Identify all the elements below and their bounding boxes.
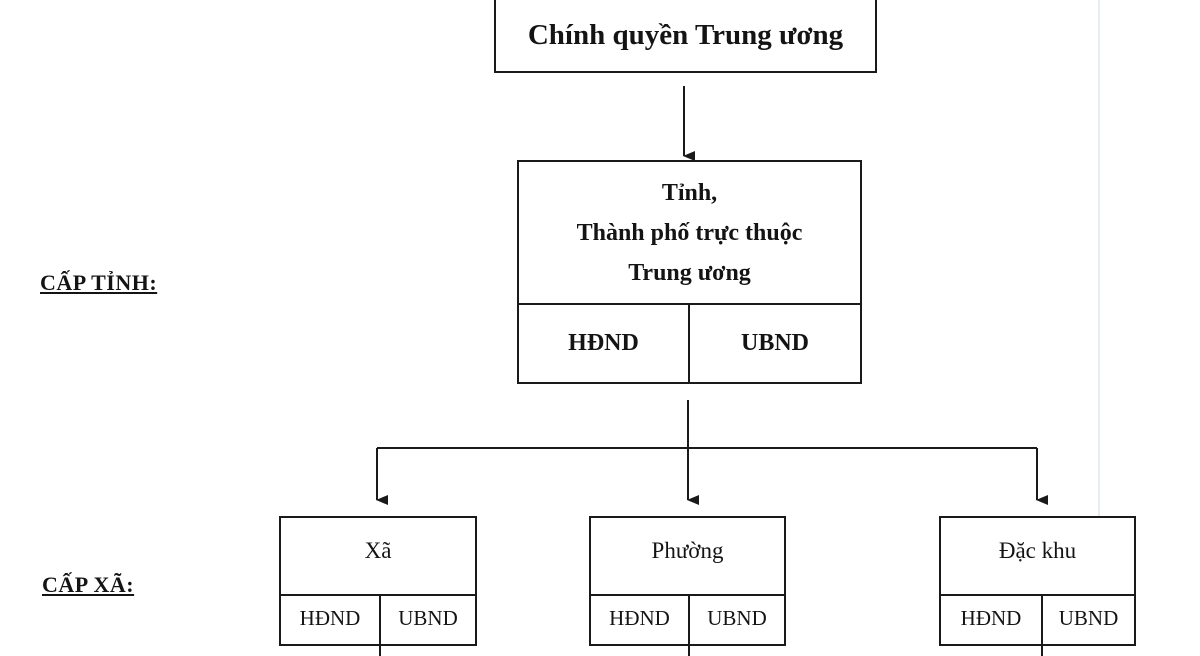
central-government-box: Chính quyền Trung ương: [494, 0, 877, 73]
province-title-line-3: Trung ương: [628, 259, 751, 286]
commune-box-phuong: Phường HĐND UBND: [589, 516, 786, 656]
commune-box-dac-khu: Đặc khu HĐND UBND: [939, 516, 1136, 656]
province-box: Tỉnh, Thành phố trực thuộc Trung ương HĐ…: [517, 160, 862, 384]
province-council-hdnd: HĐND: [519, 305, 690, 382]
commune-council-ubnd: UBND: [398, 606, 458, 630]
commune-council-hdnd: HĐND: [281, 596, 381, 656]
commune-box-xa: Xã HĐND UBND: [279, 516, 477, 656]
commune-council-hdnd: HĐND: [941, 596, 1043, 656]
province-council-ubnd: UBND: [740, 330, 809, 356]
province-title-line-1: Tỉnh,: [661, 179, 718, 206]
connector-lines: [376, 86, 1048, 505]
commune-council-ubnd: UBND: [1058, 606, 1119, 630]
province-title: Tỉnh, Thành phố trực thuộc Trung ương: [519, 162, 860, 305]
commune-name: Xã: [281, 518, 475, 596]
central-government-title: Chính quyền Trung ương: [527, 19, 844, 51]
commune-name: Đặc khu: [941, 518, 1134, 596]
commune-council-ubnd: UBND: [707, 606, 767, 630]
commune-council-hdnd: HĐND: [591, 596, 690, 656]
commune-name: Phường: [591, 518, 784, 596]
province-title-line-2: Thành phố trực thuộc: [576, 219, 803, 246]
scan-edge-line: [1098, 0, 1100, 630]
level-label-province: CẤP TỈNH:: [40, 270, 158, 295]
level-label-commune: CẤP XÃ:: [42, 572, 135, 597]
